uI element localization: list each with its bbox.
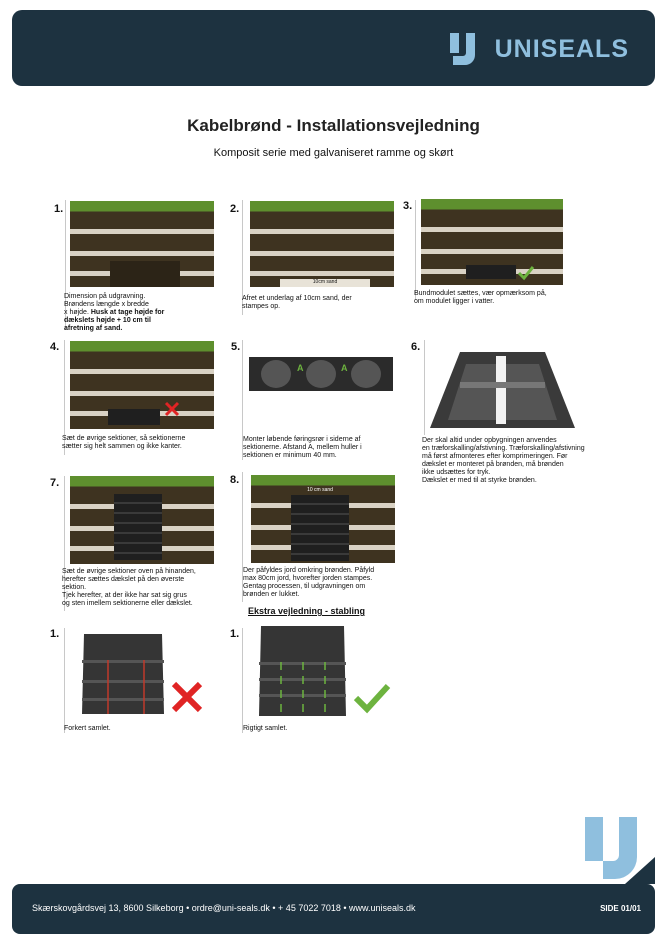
step-7-caption: Sæt de øvrige sektioner oven på hinanden… <box>62 568 196 607</box>
step-8-number: 8. <box>230 474 240 486</box>
step-divider <box>242 628 243 733</box>
header-bar: UNISEALS <box>12 10 655 86</box>
step-5-number: 5. <box>231 341 241 353</box>
correct-stack-image <box>259 626 346 716</box>
step-8-image: 10 cm sand <box>251 475 395 563</box>
step-divider <box>415 200 416 300</box>
step-divider <box>242 472 243 602</box>
distance-label-a2: A <box>341 363 348 373</box>
step-3-number: 3. <box>403 200 413 212</box>
step-2-sand-label: 10cm sand <box>280 279 370 287</box>
step-2-number: 2. <box>230 203 240 215</box>
brand-name: UNISEALS <box>494 34 629 63</box>
extra-2-number: 1. <box>230 628 240 640</box>
step-1-number: 1. <box>54 203 64 215</box>
step-divider <box>64 476 65 611</box>
step-4-image <box>70 341 214 429</box>
page-title: Kabelbrønd - Installationsvejledning <box>187 116 480 135</box>
step-1-caption: Dimension på udgravning. Brøndens længde… <box>64 293 165 332</box>
step-4-number: 4. <box>50 341 60 353</box>
step-divider <box>64 628 65 733</box>
step-divider <box>65 200 66 330</box>
step-3-caption: Bundmodulet sættes, vær opmærksom på, om… <box>414 290 547 305</box>
cross-icon <box>164 401 180 417</box>
footer-contact: Skærskovgårdsvej 13, 8600 Silkeborg • or… <box>32 903 416 913</box>
step-5-caption: Monter løbende føringsrør i siderne af s… <box>243 436 362 459</box>
checkmark-icon <box>517 266 535 281</box>
page-number: SIDE 01/01 <box>600 904 641 913</box>
step-8-sand-label: 10 cm sand <box>307 487 333 493</box>
checkmark-icon <box>353 683 391 714</box>
step-6-image <box>430 352 575 428</box>
step-6-caption: Der skal altid under opbygningen anvende… <box>422 437 585 484</box>
extra-2-caption: Rigtigt samlet. <box>243 725 288 732</box>
step-divider <box>424 340 425 435</box>
step-3-image <box>421 199 563 285</box>
distance-label-a1: A <box>297 363 304 373</box>
step-divider <box>64 340 65 455</box>
step-4-caption: Sæt de øvrige sektioner, så sektionerne … <box>62 435 186 450</box>
extra-1-number: 1. <box>50 628 60 640</box>
corner-logo-icon <box>585 817 655 884</box>
extra-1-caption: Forkert samlet. <box>64 725 111 732</box>
wrong-stack-image <box>82 634 164 714</box>
step-2-image: 10cm sand <box>250 201 394 287</box>
step-2-caption: Afret et underlag af 10cm sand, der stam… <box>242 295 352 310</box>
cross-icon <box>171 681 203 713</box>
page-subtitle: Komposit serie med galvaniseret ramme og… <box>213 147 454 159</box>
brand-logo: UNISEALS <box>449 32 629 66</box>
step-8-caption: Der påfyldes jord omkring brønden. Påfyl… <box>243 567 375 598</box>
step-5-image: A A <box>249 357 393 391</box>
footer-bar: Skærskovgårdsvej 13, 8600 Silkeborg • or… <box>12 884 655 934</box>
step-divider <box>242 340 243 460</box>
step-1-image <box>70 201 214 287</box>
step-6-number: 6. <box>411 341 421 353</box>
step-7-number: 7. <box>50 477 60 489</box>
step-7-image <box>70 476 214 564</box>
uniseals-logo-icon <box>449 33 475 65</box>
step-divider <box>242 200 243 315</box>
extra-section-title: Ekstra vejledning - stabling <box>248 606 366 616</box>
